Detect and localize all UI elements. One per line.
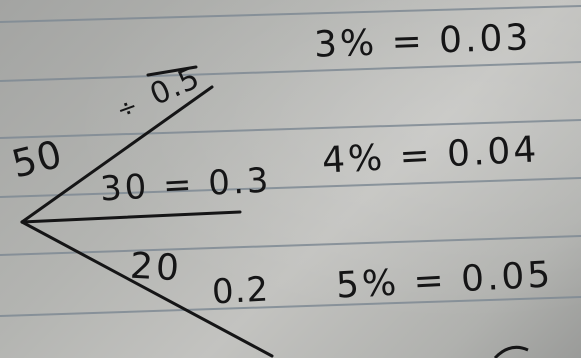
middle-branch-label: 30 = 0.3 [99, 160, 273, 210]
tree-root-value: 50 [7, 131, 67, 187]
ruled-line [0, 5, 581, 23]
tree-branch-bottom [20, 220, 274, 358]
ruled-line [0, 296, 581, 317]
ruled-line [0, 177, 581, 198]
tree-branch-top [20, 85, 214, 224]
ruled-line [0, 119, 581, 139]
tree-branch-middle [20, 210, 242, 224]
ruled-line [0, 235, 581, 256]
underline-mark [146, 65, 198, 77]
conversion-3-percent: 3% = 0.03 [313, 17, 532, 66]
bottom-branch-value: 20 [128, 245, 183, 290]
pen-stroke-corner [493, 345, 529, 358]
ruled-line [0, 61, 581, 82]
bottom-branch-label: 0.2 [210, 269, 271, 313]
